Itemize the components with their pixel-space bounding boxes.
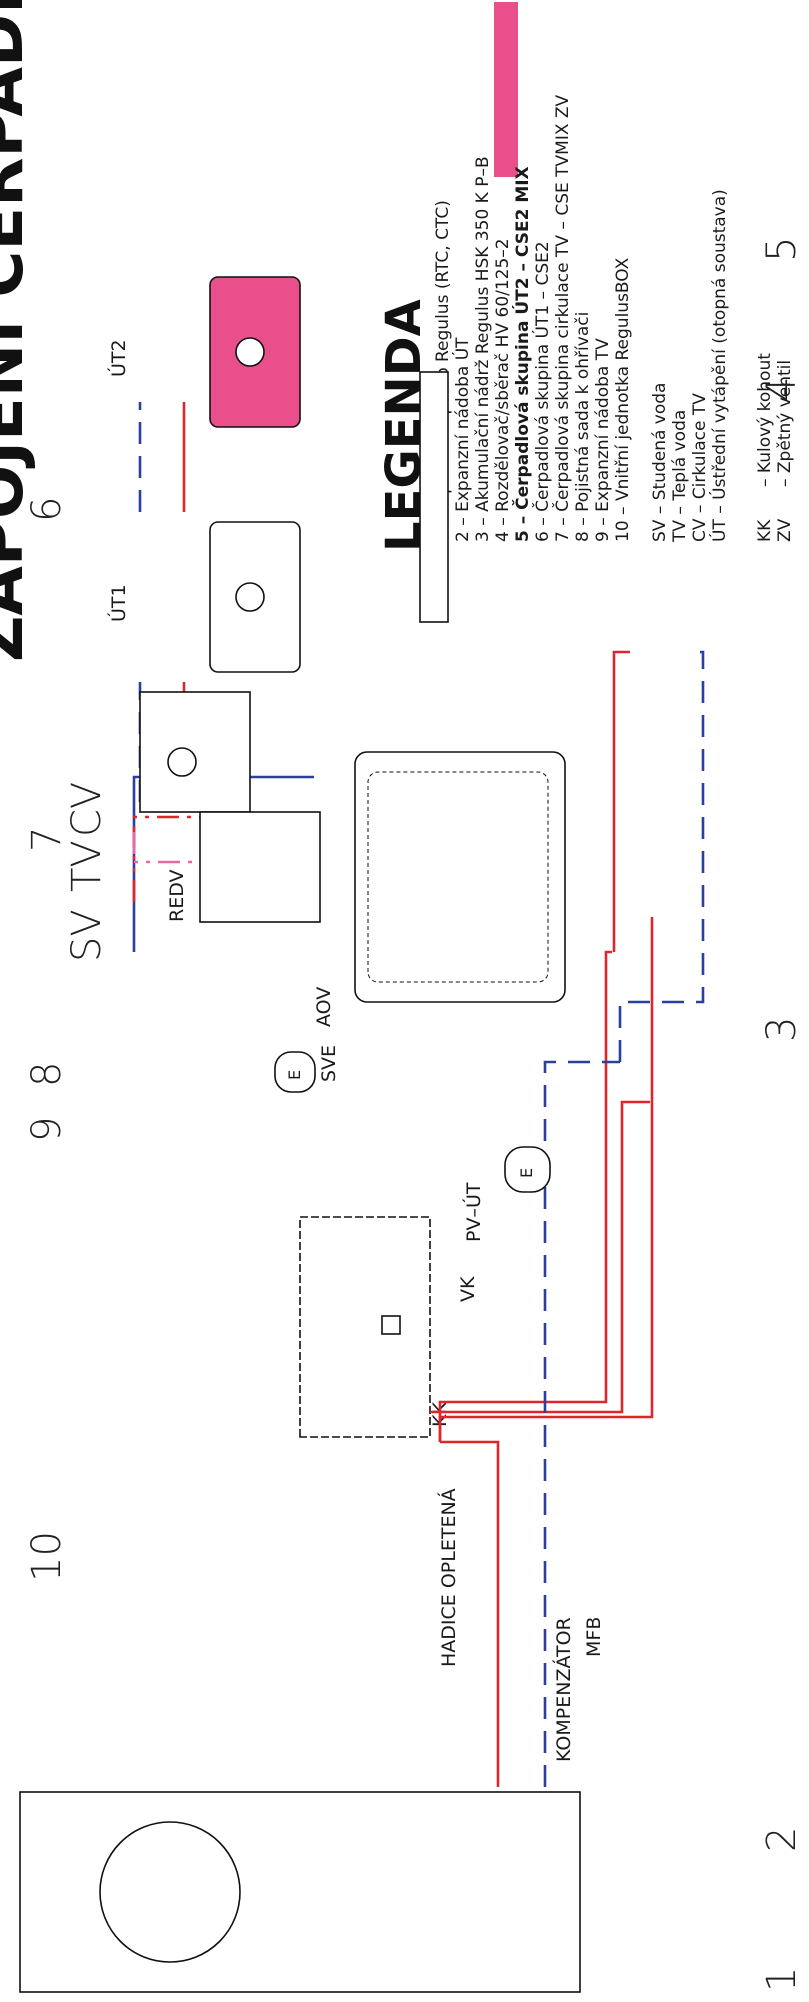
svg-text:AOV: AOV: [313, 987, 335, 1027]
svg-text:VK: VK: [457, 1276, 479, 1302]
legend-item: 10 – Vnitřní jednotka RegulusBOX: [613, 257, 633, 542]
expansion-tank-tv: E SVE: [274, 1045, 340, 1093]
legend-item: 7 – Čerpadlová skupina cirkulace TV – CS…: [551, 94, 573, 542]
legend-item: 4 – Rozdělovač/sběrač HV 60/125–2: [493, 238, 513, 542]
ref-number: 1: [759, 1967, 805, 1992]
abbr-code: ZV: [775, 518, 795, 542]
svg-text:ÚT2: ÚT2: [106, 339, 130, 377]
svg-text:REDV: REDV: [166, 869, 188, 922]
ref-number: 10: [24, 1531, 70, 1582]
page-title: ZAPOJENÍ ČERPADLOVÉ SKUPINY: [0, 0, 38, 662]
legend-item: 6 – Čerpadlová skupina ÚT1 – CSE2: [531, 241, 553, 542]
accumulation-tank: AOV: [313, 751, 566, 1027]
svg-text:KOMPENZÁTOR: KOMPENZÁTOR: [552, 1617, 575, 1762]
legend-medium: SV – Studená voda: [650, 383, 670, 542]
ref-number: 5: [759, 237, 805, 262]
distributor-hv: [419, 371, 449, 623]
svg-text:E: E: [285, 1070, 304, 1080]
abbr-text: – Zpětný ventil: [775, 360, 795, 487]
svg-text:SV: SV: [64, 909, 110, 962]
legend-medium: TV – Teplá voda: [670, 410, 690, 543]
svg-text:ÚT1: ÚT1: [106, 584, 130, 622]
svg-text:PV–ÚT: PV–ÚT: [461, 1182, 485, 1242]
ref-number: 7: [24, 827, 70, 852]
expansion-tank-ut: E: [504, 1146, 551, 1193]
legend-item: 2 – Expanzní nádoba ÚT: [451, 337, 473, 542]
legend-item: 3 – Akumulační nádrž Regulus HSK 350 K P…: [473, 156, 493, 542]
svg-text:MFB: MFB: [583, 1617, 605, 1657]
pump-group-ut1: ÚT1: [106, 521, 301, 673]
legend-item: 8 – Pojistná sada k ohřívači: [573, 312, 593, 542]
safety-set: REDV: [166, 811, 321, 923]
ref-number: 6: [24, 497, 70, 522]
legend-medium: ÚT – Ústřední vytápění (otopná soustava): [708, 189, 730, 542]
outdoor-heat-pump: KOMPENZÁTOR HADICE OPLETENÁ MFB: [19, 1488, 605, 1993]
ref-number: 3: [759, 1017, 805, 1042]
ref-number: 8: [24, 1062, 70, 1087]
indoor-unit-regulusbox: KK PV–ÚT VK: [299, 1182, 485, 1438]
pump-group-cv: [139, 691, 251, 813]
legend-medium: CV – Cirkulace TV: [690, 393, 710, 542]
legend-abbreviations: KK – Kulový kohout ZV – Zpětný ventil: [755, 353, 795, 542]
ref-number: 9: [24, 1117, 70, 1142]
legend-item-highlighted: 5 – Čerpadlová skupina ÚT2 – CSE2 MIX: [511, 166, 533, 542]
svg-text:SVE: SVE: [318, 1045, 340, 1082]
svg-text:TV: TV: [64, 840, 110, 892]
svg-text:CV: CV: [64, 782, 110, 837]
ref-number: 4: [759, 377, 805, 402]
svg-text:HADICE OPLETENÁ: HADICE OPLETENÁ: [437, 1488, 460, 1667]
abbr-text: – Kulový kohout: [755, 353, 775, 487]
abbr-code: KK: [755, 519, 775, 542]
pump-group-ut2: ÚT2: [106, 276, 301, 428]
legend-item: 9 – Expanzní nádoba TV: [593, 338, 613, 542]
legend-highlight: [494, 2, 518, 177]
ref-number: 2: [759, 1827, 805, 1852]
legend: LEGENDA 1 – Tepelné čerpadlo Regulus (RT…: [376, 2, 730, 552]
svg-text:E: E: [517, 1168, 536, 1178]
